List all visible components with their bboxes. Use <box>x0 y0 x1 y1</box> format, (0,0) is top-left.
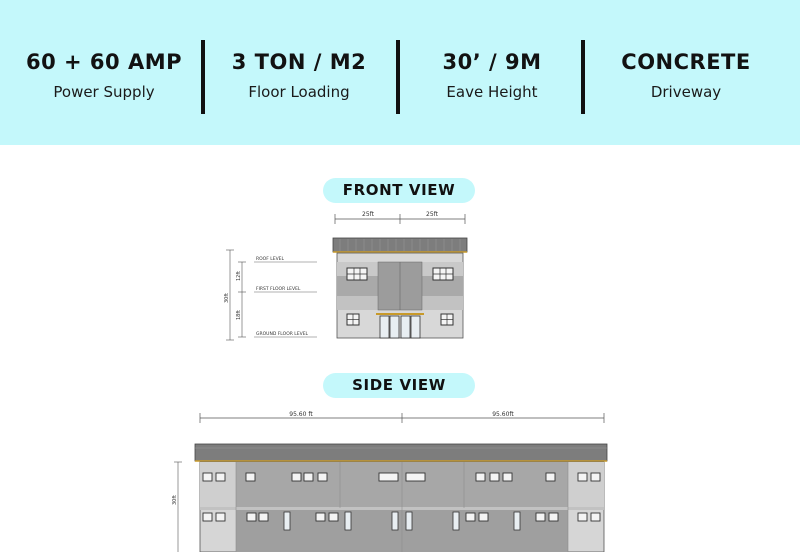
ground-floor-level-label: GROUND FLOOR LEVEL <box>256 331 309 337</box>
spec-label: Floor Loading <box>248 83 350 101</box>
spec-label: Power Supply <box>53 83 155 101</box>
spec-divider <box>581 40 585 114</box>
roof-level-label: ROOF LEVEL <box>256 256 285 262</box>
spec-banner: 60 + 60 AMP Power Supply 3 TON / M2 Floo… <box>0 0 800 145</box>
front-dim-right: 25ft <box>426 211 439 218</box>
spec-power-supply: 60 + 60 AMP Power Supply <box>4 50 204 101</box>
side-dim-right: 95.60ft <box>492 411 514 418</box>
spec-label: Driveway <box>650 83 722 101</box>
spec-value: 60 + 60 AMP <box>25 50 183 74</box>
spec-eave-height: 30’ / 9M Eave Height <box>392 50 592 101</box>
side-dim-left: 95.60 ft <box>289 411 313 418</box>
front-view-title: FRONT VIEW <box>323 178 475 203</box>
side-dim-height: 30ft <box>172 495 178 505</box>
spec-value: 3 TON / M2 <box>231 50 367 74</box>
spec-divider <box>201 40 205 114</box>
spec-floor-loading: 3 TON / M2 Floor Loading <box>199 50 399 101</box>
front-dim-total: 30ft <box>224 293 230 303</box>
front-dim-upper: 12ft <box>236 271 242 281</box>
spec-divider <box>396 40 400 114</box>
first-floor-level-label: FIRST FLOOR LEVEL <box>256 286 301 292</box>
spec-label: Eave Height <box>446 83 538 101</box>
spec-driveway: CONCRETE Driveway <box>586 50 786 101</box>
spec-value: 30’ / 9M <box>442 50 542 74</box>
spec-value: CONCRETE <box>621 50 751 74</box>
side-roof <box>194 443 608 462</box>
side-view-title: SIDE VIEW <box>323 373 475 398</box>
front-dim-lower: 18ft <box>236 310 242 320</box>
front-dim-left: 25ft <box>362 211 375 218</box>
